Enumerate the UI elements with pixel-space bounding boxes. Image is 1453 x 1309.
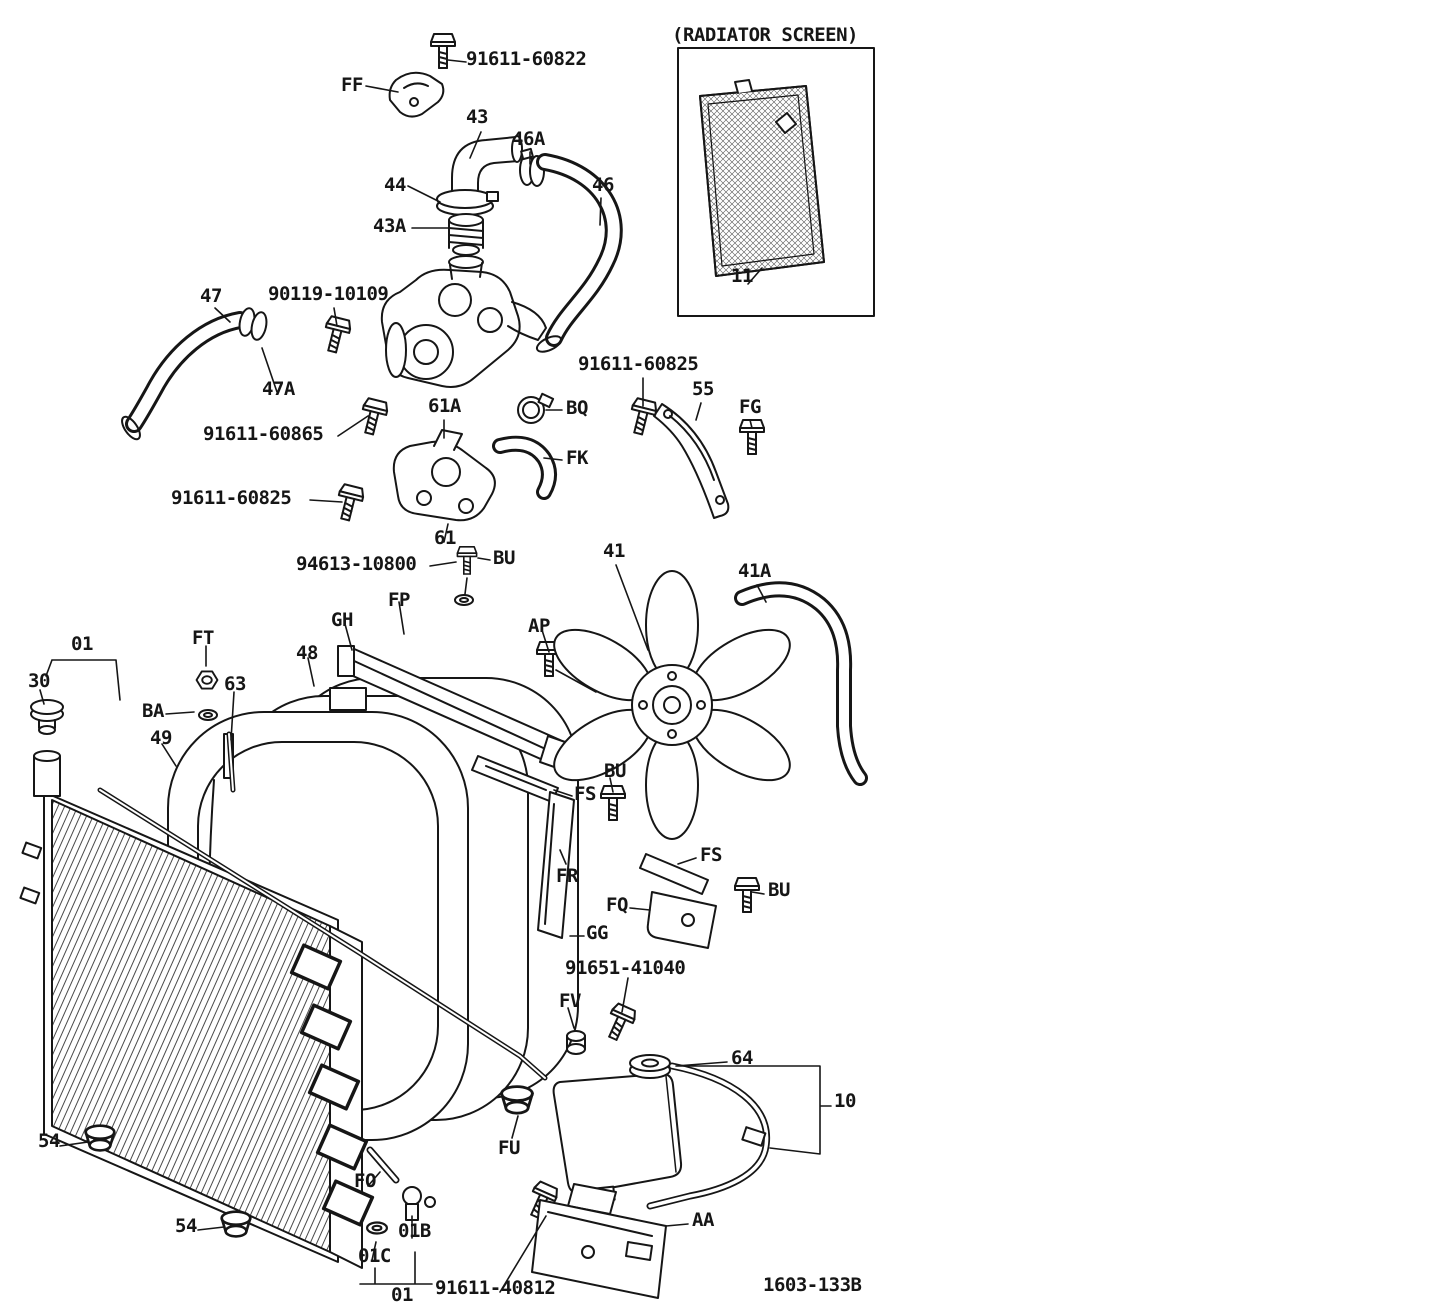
label-ref-47: 47 (200, 285, 222, 307)
label-inset-title: (RADIATOR SCREEN) (672, 24, 858, 46)
reservoir-cap-64 (629, 1054, 671, 1079)
label-ref-fo: FO (354, 1170, 376, 1192)
pin-fo (366, 1146, 400, 1184)
label-ref-54-bottom: 54 (175, 1215, 197, 1237)
label-ref-63: 63 (224, 673, 246, 695)
label-ref-44: 44 (384, 174, 406, 196)
bracket-aa (531, 1183, 667, 1299)
label-pn-91611-60865: 91611-60865 (203, 423, 324, 445)
label-ref-fr: FR (556, 865, 578, 887)
label-ref-11: 11 (731, 265, 753, 287)
label-ref-bu-top: BU (493, 547, 515, 569)
label-ref-fs-lower: FS (700, 844, 722, 866)
label-ref-43a: 43A (373, 215, 406, 237)
bushing-fv (566, 1030, 586, 1055)
label-ref-55: 55 (692, 378, 714, 400)
label-ref-61a: 61A (428, 395, 461, 417)
leader-lines (39, 59, 832, 1293)
label-ref-gh: GH (331, 609, 353, 631)
label-ref-41: 41 (603, 540, 625, 562)
label-ref-ff: FF (341, 74, 363, 96)
label-pn-91611-60825-right: 91611-60825 (578, 353, 699, 375)
label-ref-gg: GG (586, 922, 608, 944)
bracket-ff (388, 33, 456, 118)
radiator-screen-inset (677, 47, 875, 317)
label-ref-ap: AP (528, 615, 550, 637)
label-ref-01b: 01B (398, 1220, 431, 1242)
label-pn-94613-10800: 94613-10800 (296, 553, 417, 575)
hose-41a (734, 581, 868, 786)
label-ref-fk: FK (566, 447, 588, 469)
label-sheet-code: 1603-133B (763, 1274, 862, 1296)
reservoir-tank (552, 1054, 771, 1210)
rod-fs-lower (639, 853, 709, 895)
bracket-fr (537, 791, 575, 939)
label-ref-46: 46 (592, 174, 614, 196)
cooling-fan (553, 570, 791, 840)
label-ref-fg: FG (739, 396, 761, 418)
bracket-fq (646, 891, 717, 949)
upper-radiator-hose-46 (535, 153, 623, 353)
label-ref-bu-mid: BU (604, 760, 626, 782)
stud-63 (226, 731, 236, 793)
label-ref-47a: 47A (262, 378, 295, 400)
label-ref-fu: FU (498, 1137, 520, 1159)
label-ref-bq: BQ (566, 397, 588, 419)
label-ref-aa: AA (692, 1209, 714, 1231)
label-ref-41a: 41A (738, 560, 771, 582)
label-ref-fp: FP (388, 589, 410, 611)
label-ref-30: 30 (28, 670, 50, 692)
label-ref-01-top: 01 (71, 633, 93, 655)
label-ref-49: 49 (150, 727, 172, 749)
label-pn-90119-10109: 90119-10109 (268, 283, 389, 305)
label-ref-64: 64 (731, 1047, 753, 1069)
label-pn-91651-41040: 91651-41040 (565, 957, 686, 979)
radiator (19, 699, 375, 1269)
label-ref-fs-upper: FS (574, 783, 596, 805)
radiator-cap-30 (30, 699, 64, 735)
label-ref-61: 61 (434, 527, 456, 549)
label-ref-ft: FT (192, 627, 214, 649)
clamp-bq (517, 392, 555, 424)
label-ref-43: 43 (466, 106, 488, 128)
label-ref-fq: FQ (606, 894, 628, 916)
label-ref-01-bottom: 01 (391, 1284, 413, 1306)
label-ref-fv: FV (559, 990, 581, 1012)
bracket-55 (653, 403, 730, 519)
radiator-side-brackets (289, 943, 375, 1227)
label-ref-10: 10 (834, 1090, 856, 1112)
hose-47 (121, 307, 268, 441)
label-ref-bu-lower: BU (768, 879, 790, 901)
label-pn-91611-60825-left: 91611-60825 (171, 487, 292, 509)
label-ref-01c: 01C (358, 1245, 391, 1267)
water-pump (380, 255, 547, 388)
thermostat-housing (436, 135, 523, 256)
label-ref-ba: BA (142, 700, 164, 722)
label-pn-91611-40812: 91611-40812 (435, 1277, 556, 1299)
bypass-housing-61 (392, 429, 496, 522)
label-ref-48: 48 (296, 642, 318, 664)
label-ref-46a: 46A (512, 128, 545, 150)
overflow-tube (97, 787, 548, 1081)
label-ref-54-top: 54 (38, 1130, 60, 1152)
label-pn-91611-60822: 91611-60822 (466, 48, 587, 70)
